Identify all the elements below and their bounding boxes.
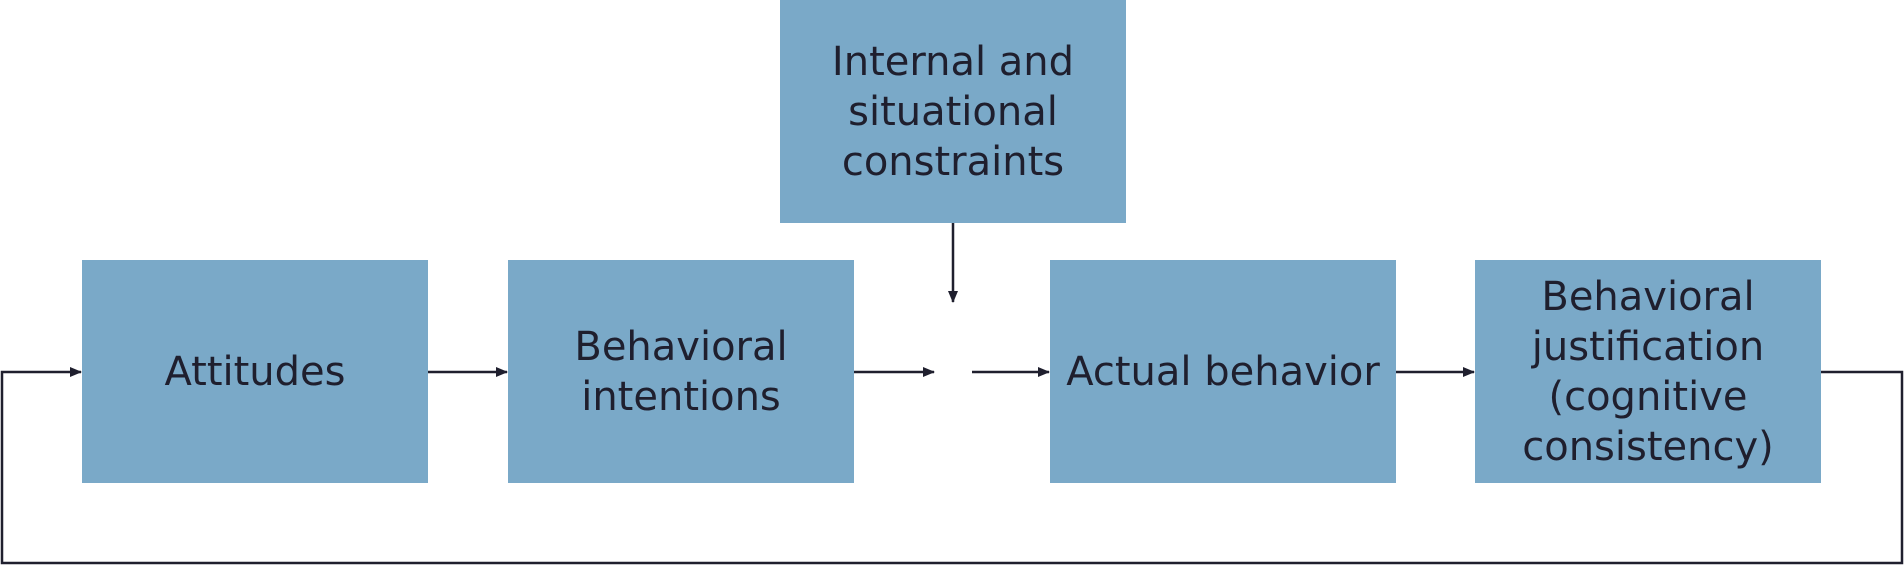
node-constraints-label: Internal and situational constraints	[831, 38, 1075, 185]
node-behavioral-justification: Behavioral justification (cognitive cons…	[1475, 260, 1821, 483]
node-actual-behavior: Actual behavior	[1050, 260, 1396, 483]
node-internal-situational-constraints: Internal and situational constraints	[780, 0, 1126, 223]
feedback-loop-arrow	[0, 367, 1904, 565]
node-behavioral-justification-label: Behavioral justification (cognitive cons…	[1522, 273, 1774, 470]
node-behavioral-intentions-label: Behavioral intentions	[574, 323, 788, 420]
node-behavioral-intentions: Behavioral intentions	[508, 260, 854, 483]
node-attitudes: Attitudes	[82, 260, 428, 483]
node-actual-behavior-label: Actual behavior	[1066, 348, 1380, 395]
node-attitudes-label: Attitudes	[164, 348, 346, 395]
